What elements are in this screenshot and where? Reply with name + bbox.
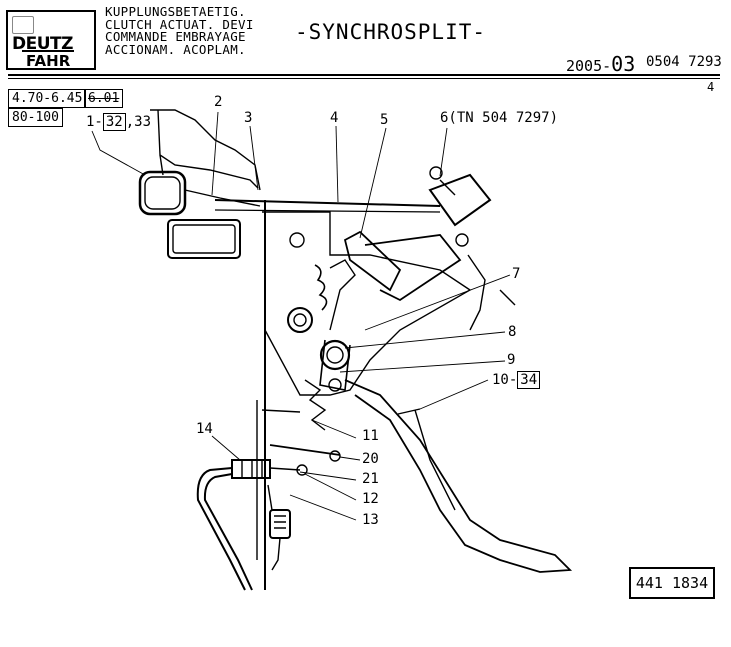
- model-range-crossed: 6.01: [88, 91, 120, 106]
- title-line-en: CLUTCH ACTUAT. DEVI: [105, 16, 254, 32]
- model-range-box-b: 80-100: [8, 108, 63, 127]
- title-line-es: ACCIONAM. ACOPLAM.: [105, 41, 246, 57]
- callout-21: 21: [362, 471, 379, 487]
- callout-14: 14: [196, 421, 213, 437]
- page-number: 4: [707, 80, 715, 94]
- callout-9: 9: [507, 352, 516, 368]
- date-suffix: 03: [611, 52, 636, 76]
- page-title: -SYNCHROSPLIT-: [295, 20, 487, 44]
- callout-11: 11: [362, 428, 379, 444]
- callout-1-boxed: 32: [102, 113, 126, 131]
- callout-12: 12: [362, 491, 379, 507]
- callout-6: 6(TN 504 7297): [440, 110, 559, 126]
- model-range-box-a: 4.70-6.45: [8, 89, 87, 108]
- callout-20: 20: [362, 451, 379, 467]
- callout-8: 8: [508, 324, 517, 340]
- logo-text-deutz: DEUTZ: [12, 34, 73, 54]
- brand-logo: DEUTZ FAHR: [6, 10, 96, 70]
- logo-text-fahr: FAHR: [22, 50, 75, 70]
- date-label: 2005-03: [566, 52, 635, 76]
- callout-2: 2: [214, 94, 223, 110]
- callout-4: 4: [330, 110, 339, 126]
- callout-10-boxed: 34: [517, 371, 541, 389]
- date-prefix: 2005-: [566, 57, 612, 75]
- callout-10: 10-34: [492, 371, 541, 389]
- header-divider: [8, 74, 720, 76]
- multilingual-title: KUPPLUNGSBETAETIG. CLUTCH ACTUAT. DEVI C…: [105, 4, 254, 57]
- expand-icon: [12, 16, 34, 34]
- model-range-b: 80-100: [12, 110, 59, 125]
- title-line-de: KUPPLUNGSBETAETIG.: [105, 4, 246, 19]
- callout-1: 1-32,33: [86, 113, 152, 131]
- callout-5: 5: [380, 112, 389, 128]
- title-line-fr: COMMANDE EMBRAYAGE: [105, 29, 246, 44]
- callout-7: 7: [512, 266, 521, 282]
- model-range-box-crossed: 6.01: [84, 89, 124, 108]
- part-number: 0504 7293: [646, 54, 722, 70]
- model-range-a: 4.70-6.45: [12, 91, 83, 106]
- drawing-number: 441 1834: [629, 567, 715, 599]
- callout-3: 3: [244, 110, 253, 126]
- header-divider-thin: [8, 78, 720, 79]
- callout-13: 13: [362, 512, 379, 528]
